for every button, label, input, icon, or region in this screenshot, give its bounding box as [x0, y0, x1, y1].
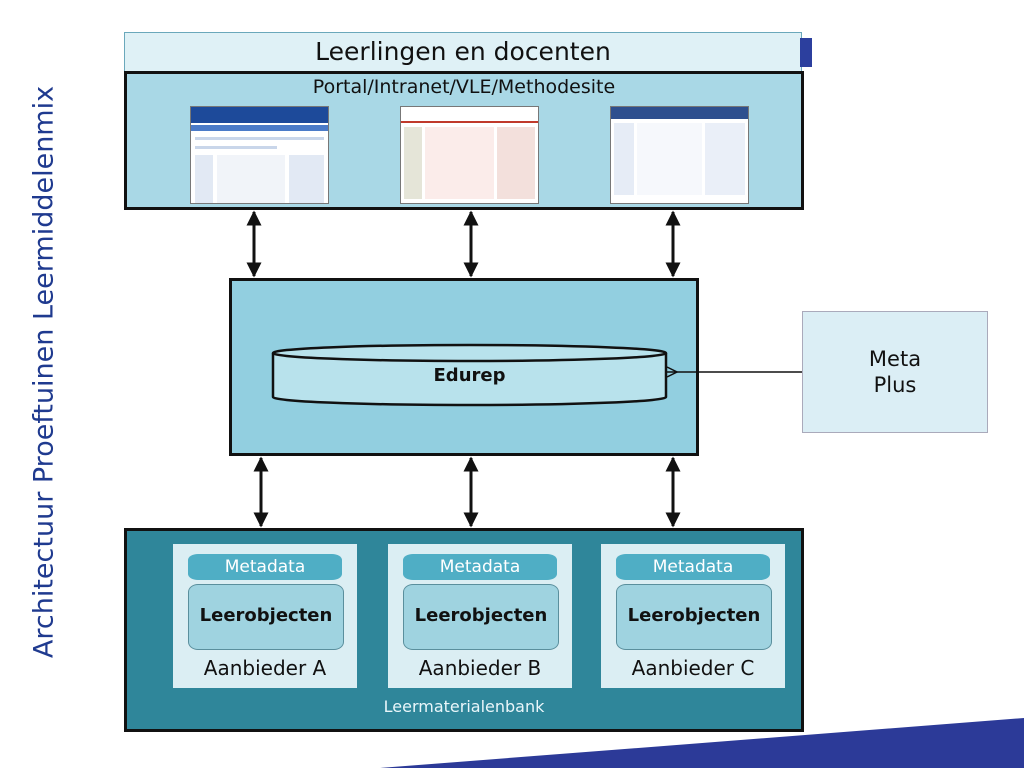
- portal-screenshot-3: [610, 106, 749, 204]
- metadata-label: Metadata: [188, 554, 342, 580]
- portal-label: Portal/Intranet/VLE/Methodesite: [312, 76, 616, 98]
- provider-name: Aanbieder C: [631, 656, 755, 680]
- metadata-label: Metadata: [403, 554, 557, 580]
- bank-label: Leermaterialenbank: [383, 697, 545, 716]
- portal-screenshot-2: [400, 106, 539, 204]
- provider-name: Aanbieder B: [418, 656, 542, 680]
- provider-c: Metadata Leerobjecten Aanbieder C: [601, 544, 785, 688]
- edurep-label: Edurep: [433, 365, 506, 386]
- portal-screenshot-1: [190, 106, 329, 204]
- portal-box: Portal/Intranet/VLE/Methodesite: [124, 71, 804, 210]
- accent-bar: [800, 38, 812, 67]
- leerobjecten-label: Leerobjecten: [403, 584, 559, 650]
- edurep-database: Edurep: [271, 343, 668, 407]
- corner-decoration: [380, 718, 1024, 768]
- meta-plus-box: Meta Plus: [802, 311, 988, 433]
- leermaterialenbank-box: Metadata Leerobjecten Aanbieder A Metada…: [124, 528, 804, 732]
- leerobjecten-label: Leerobjecten: [616, 584, 772, 650]
- leerobjecten-label: Leerobjecten: [188, 584, 344, 650]
- provider-b: Metadata Leerobjecten Aanbieder B: [388, 544, 572, 688]
- meta-plus-line1: Meta: [868, 347, 922, 371]
- provider-a: Metadata Leerobjecten Aanbieder A: [173, 544, 357, 688]
- meta-plus-line2: Plus: [873, 373, 917, 397]
- provider-name: Aanbieder A: [203, 656, 327, 680]
- edurep-box: Edurep: [229, 278, 699, 456]
- users-box: Leerlingen en docenten: [124, 32, 802, 72]
- metadata-label: Metadata: [616, 554, 770, 580]
